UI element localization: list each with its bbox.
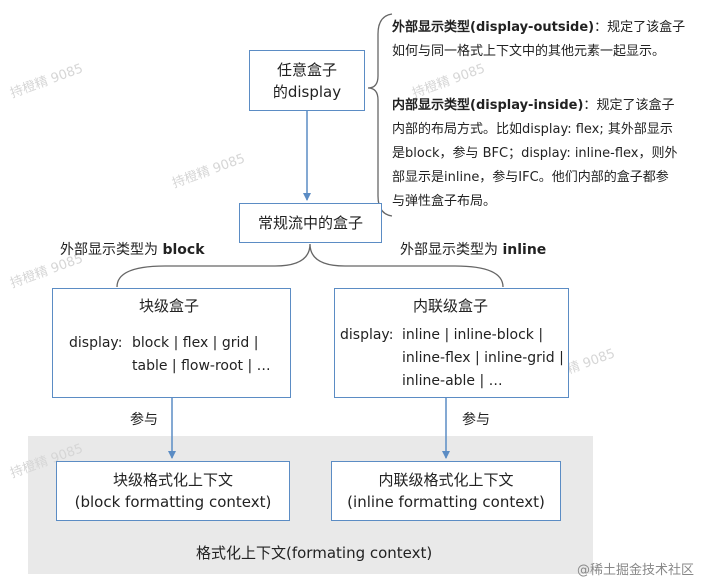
- inside-label: 内部显示类型(display-inside): [392, 98, 584, 113]
- inline-box-values-3: inline-able | …: [402, 373, 503, 389]
- ifc-line2: (inline formatting context): [347, 493, 545, 511]
- participate-label-right: 参与: [462, 412, 490, 428]
- root-line2: 的display: [272, 82, 342, 101]
- outside-note: 外部显示类型(display-outside)：规定了该盒子 如何与同一格式上下…: [392, 16, 685, 64]
- ifc-line1: 内联级格式化上下文: [378, 471, 514, 489]
- inside-line-2: 是block，参与 BFC；display: inline-flex，则外: [392, 146, 678, 161]
- inline-box-values-1: inline | inline-block |: [402, 327, 544, 343]
- block-branch-label: 外部显示类型为 block: [60, 240, 205, 260]
- inside-line-3: 部显示是inline，参与IFC。他们内部的盒子都参: [392, 170, 669, 185]
- outside-text-b: 如何与同一格式上下文中的其他元素一起显示。: [392, 44, 666, 59]
- bfc-box: 块级格式化上下文 (block formatting context): [56, 461, 290, 521]
- inline-branch-label: 外部显示类型为 inline: [400, 240, 546, 260]
- normal-flow-box: 常规流中的盒子: [239, 203, 382, 243]
- credit-watermark: @稀土掘金技术社区: [576, 563, 694, 578]
- block-branch-prefix: 外部显示类型为: [60, 242, 163, 258]
- split-brace: [116, 243, 504, 288]
- inside-sep: ：: [583, 98, 597, 113]
- participate-label-left: 参与: [130, 412, 158, 428]
- outside-text-a: 规定了该盒子: [607, 20, 686, 35]
- inside-note: 内部显示类型(display-inside)：规定了该盒子 内部的布局方式。比如…: [392, 94, 677, 214]
- inside-line-0: 规定了该盒子: [596, 98, 675, 113]
- block-box-values-2: table | flow-root | …: [132, 358, 271, 374]
- block-box-values-1: block | flex | grid |: [132, 335, 259, 351]
- inline-branch-keyword: inline: [502, 242, 547, 258]
- ifc-box: 内联级格式化上下文 (inline formatting context): [331, 461, 561, 521]
- block-box-prop: display:: [69, 335, 123, 351]
- bfc-line2: (block formatting context): [74, 493, 272, 511]
- inside-line-4: 与弹性盒子布局。: [392, 194, 497, 209]
- inline-box-prop: display:: [340, 327, 394, 343]
- inline-branch-prefix: 外部显示类型为: [400, 242, 503, 258]
- block-level-box: 块级盒子 display: block | flex | grid | tabl…: [52, 288, 291, 398]
- inline-level-box: 内联级盒子 display: inline | inline-block | i…: [334, 288, 569, 398]
- formatting-context-label: 格式化上下文(formating context): [196, 544, 433, 562]
- root-display-box: 任意盒子 的display: [249, 50, 365, 111]
- note-brace: [367, 13, 393, 217]
- flow-label: 常规流中的盒子: [257, 214, 363, 232]
- inside-line-1: 内部的布局方式。比如display: flex; 其外部显示: [392, 122, 673, 137]
- bfc-line1: 块级格式化上下文: [112, 471, 233, 489]
- block-box-title: 块级盒子: [139, 297, 200, 315]
- block-branch-keyword: block: [162, 242, 205, 258]
- outside-label: 外部显示类型(display-outside): [392, 20, 595, 35]
- inline-box-title: 内联级盒子: [413, 297, 489, 315]
- inline-box-values-2: inline-flex | inline-grid |: [402, 350, 564, 366]
- outside-sep: ：: [594, 20, 608, 35]
- root-line1: 任意盒子: [276, 60, 337, 79]
